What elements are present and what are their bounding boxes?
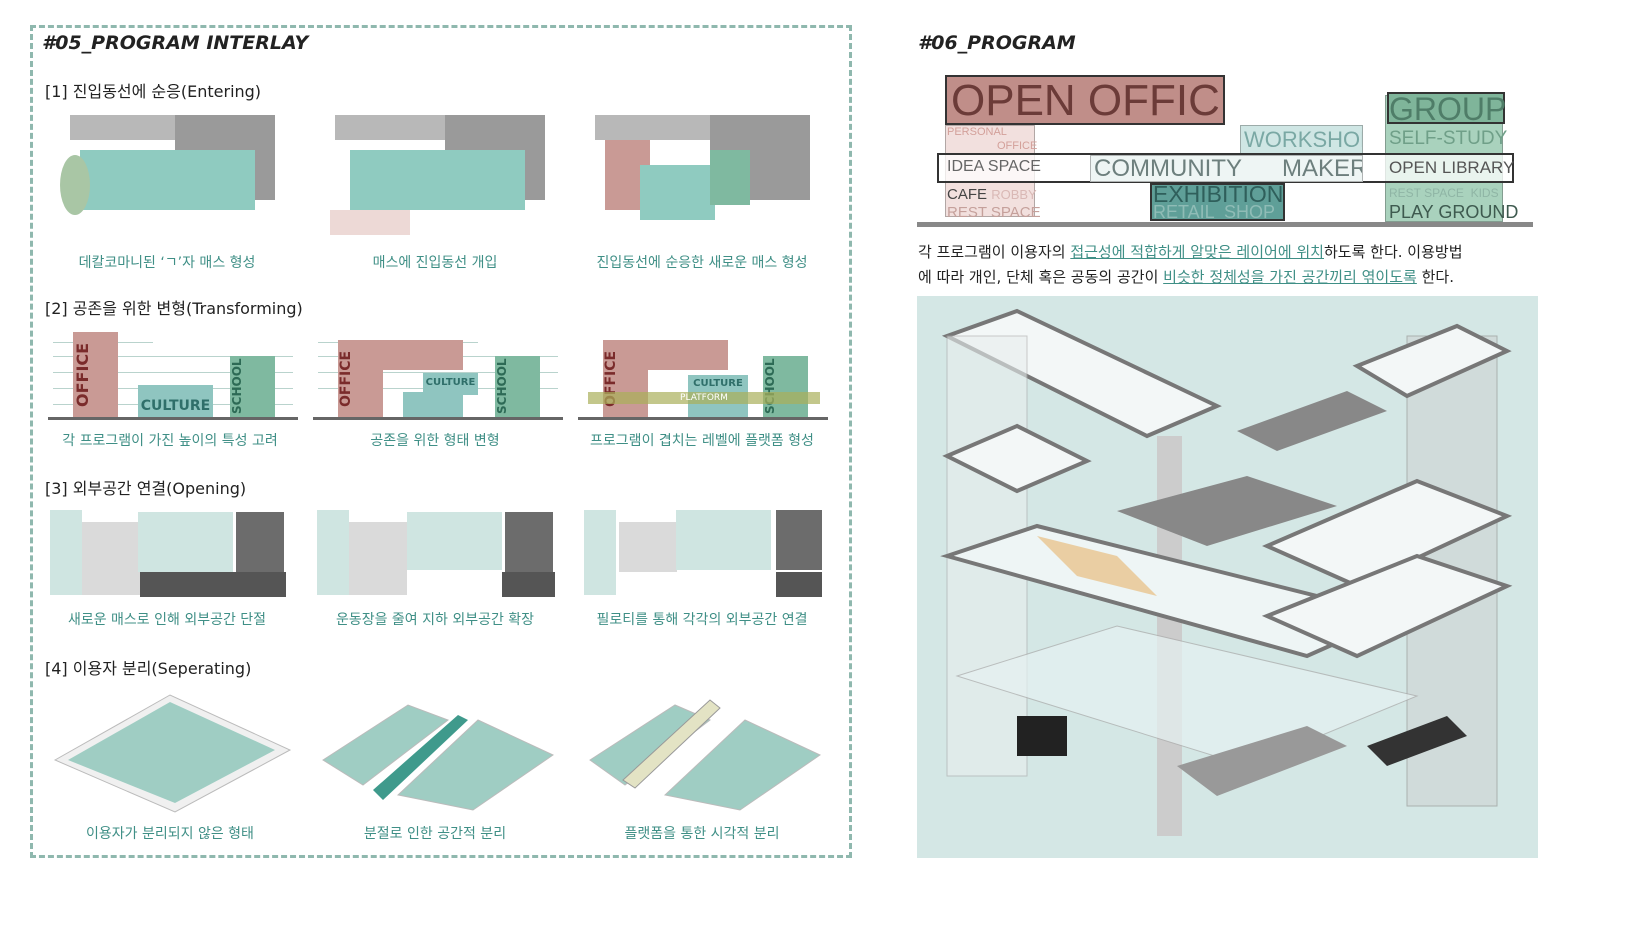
- kids-label: KIDS: [1470, 186, 1499, 200]
- caption: 플랫폼을 통한 시각적 분리: [624, 826, 780, 842]
- caption: 매스에 진입동선 개입: [372, 255, 498, 271]
- community-block: COMMUNITY MAKER: [1090, 155, 1363, 182]
- maker-label: MAKER: [1281, 155, 1363, 182]
- workshop-block: WORKSHOP: [1240, 125, 1363, 155]
- section-diagram-1: [50, 510, 286, 598]
- exhibition-label: EXHIBITION: [1153, 181, 1284, 207]
- section-title-05: #05_PROGRAM INTERLAY: [42, 32, 309, 54]
- plaza-diagram-1: [53, 694, 292, 813]
- program-description: 각 프로그램이 이용자의 접근성에 적합하게 알맞은 레이어에 위치하도록 한다…: [918, 240, 1543, 290]
- group-block: GROUP: [1387, 91, 1507, 127]
- section-diagram-2: [317, 510, 555, 598]
- office-block: OFFICE: [73, 332, 118, 417]
- ground-line: [917, 222, 1533, 227]
- personal-office-label: PERSONAL: [947, 126, 1007, 138]
- play-ground-label: PLAY GROUND: [1389, 202, 1519, 222]
- community-label: COMMUNITY: [1094, 155, 1242, 182]
- caption: 각 프로그램이 가진 높이의 특성 고려: [62, 433, 278, 449]
- height-diagram-2: OFFICE CULTURE SCHOOL: [313, 330, 563, 420]
- program-interlay-panel: [30, 25, 852, 858]
- cafe-label: CAFE: [947, 186, 988, 203]
- program-layer-chart: OPEN OFFICE PERSONAL OFFICE WORKSHOP GRO…: [915, 70, 1535, 230]
- text: 하도록 한다. 이용방법: [1324, 243, 1463, 261]
- caption: 새로운 매스로 인해 외부공간 단절: [67, 612, 267, 628]
- caption: 공존을 위한 형태 변형: [370, 433, 500, 449]
- height-diagram-1: OFFICE CULTURE SCHOOL: [48, 330, 298, 420]
- school-block: SCHOOL: [230, 356, 275, 417]
- caption: 운동장을 줄여 지하 외부공간 확장: [335, 612, 535, 628]
- section-title-06: #06_PROGRAM: [918, 32, 1076, 54]
- retail-shop-label: RETAIL SHOP: [1153, 202, 1276, 222]
- heading-opening: [3] 외부공간 연결(Opening): [45, 479, 247, 498]
- rest-space-label-2: REST SPACE: [1389, 186, 1464, 200]
- rest-space-label: REST SPACE: [947, 204, 1041, 221]
- caption: 프로그램이 겹치는 레벨에 플랫폼 형성: [590, 433, 814, 449]
- idea-space-label: IDEA SPACE: [947, 158, 1041, 175]
- heading-transforming: [2] 공존을 위한 변형(Transforming): [45, 299, 303, 318]
- heading-separating: [4] 이용자 분리(Seperating): [45, 659, 252, 678]
- heading-entering: [1] 진입동선에 순응(Entering): [45, 82, 262, 101]
- mass-diagram-2: [330, 110, 550, 240]
- open-library-label: OPEN LIBRARY: [1389, 158, 1515, 177]
- culture-block: CULTURE: [423, 373, 478, 395]
- open-office-block: OPEN OFFICE: [945, 75, 1225, 125]
- caption: 진입동선에 순응한 새로운 매스 형성: [596, 255, 808, 271]
- personal-office-label-2: OFFICE: [997, 140, 1038, 152]
- caption: 이용자가 분리되지 않은 형태: [86, 826, 254, 842]
- plaza-diagram-3: [589, 699, 822, 811]
- platform-band: PLATFORM: [588, 392, 820, 404]
- culture-block: CULTURE: [138, 385, 213, 417]
- section-diagram-3: [584, 510, 824, 598]
- school-block: SCHOOL: [495, 356, 540, 417]
- self-study-label: SELF-STUDY: [1389, 128, 1508, 149]
- school-block: SCHOOL: [763, 356, 808, 417]
- highlight-text: 비슷한 정체성을 가진 공간끼리 엮이도록: [1163, 268, 1417, 286]
- robby-label: ROBBY: [991, 187, 1037, 202]
- mass-diagram-1: [60, 110, 280, 240]
- plaza-diagram-2: [322, 704, 555, 811]
- caption: 데칼코마니된 ‘ㄱ’자 매스 형성: [78, 255, 256, 271]
- mass-diagram-3: [590, 110, 815, 240]
- text: 각 프로그램이 이용자의: [918, 243, 1071, 261]
- height-diagram-3: OFFICE CULTURE SCHOOL PLATFORM: [578, 330, 828, 420]
- axonometric-building-illustration: [917, 296, 1538, 858]
- caption: 필로티를 통해 각각의 외부공간 연결: [596, 612, 808, 628]
- highlight-text: 접근성에 적합하게 알맞은 레이어에 위치: [1070, 243, 1324, 261]
- caption: 분절로 인한 공간적 분리: [363, 826, 507, 842]
- text: 한다.: [1416, 268, 1454, 286]
- text: 에 따라 개인, 단체 혹은 공동의 공간이: [918, 268, 1164, 286]
